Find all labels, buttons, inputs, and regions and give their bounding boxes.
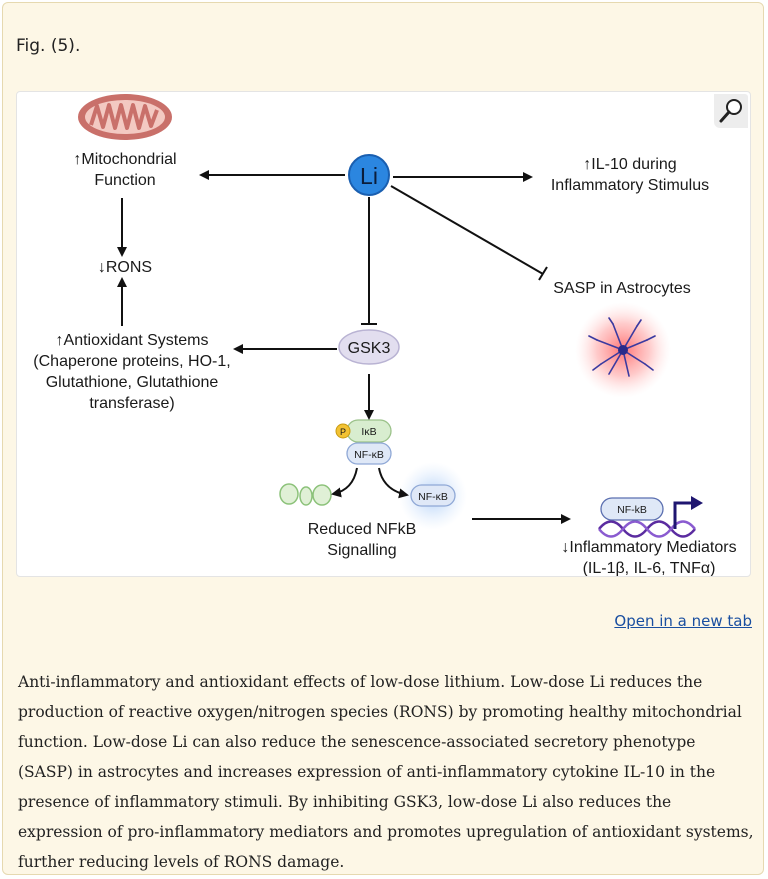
- antioxidant-label-2: (Chaperone proteins, HO-1,: [33, 353, 230, 370]
- dna-icon: NF-kB: [598, 496, 703, 538]
- inhibit-li-to-sasp: [390, 185, 544, 275]
- il10-label-2: Inflammatory Stimulus: [551, 177, 709, 194]
- astrocyte-icon: [575, 302, 671, 398]
- zoom-button[interactable]: [714, 94, 748, 128]
- lithium-diagram: Li ↑Mitochondrial Function ↓RONS ↑IL-10 …: [33, 94, 737, 577]
- open-in-new-tab-link[interactable]: Open in a new tab: [614, 612, 752, 630]
- inhibit-bar-sasp: [538, 266, 548, 281]
- ikb-label: IκB: [361, 426, 376, 438]
- inflammatory-label-2: (IL-1β, IL-6, TNFα): [583, 560, 716, 577]
- arrow-complex-to-proteasome: [331, 467, 358, 498]
- lithium-node: Li: [348, 154, 390, 196]
- proteasome-icon: [279, 483, 332, 506]
- phosphate-label: P: [340, 427, 346, 437]
- gsk3-node: GSK3: [338, 329, 400, 365]
- mito-label-1: ↑Mitochondrial: [73, 151, 176, 168]
- reduced-nfkb-label-1: Reduced NFkB: [308, 521, 417, 538]
- antioxidant-label-4: transferase): [89, 395, 174, 412]
- arrow-complex-to-nfkb: [378, 467, 409, 499]
- figure-label: Fig. (5).: [16, 36, 81, 56]
- connectors: [117, 170, 571, 524]
- figure-image[interactable]: Li ↑Mitochondrial Function ↓RONS ↑IL-10 …: [16, 91, 751, 577]
- antioxidant-label-3: Glutathione, Glutathione: [46, 374, 219, 391]
- mitochondrion-icon: [78, 94, 172, 140]
- reduced-nfkb-label-2: Signalling: [327, 542, 396, 559]
- il10-label-1: ↑IL-10 during: [583, 156, 676, 173]
- li-label: Li: [360, 163, 378, 189]
- mito-label-2: Function: [94, 172, 155, 189]
- free-nfkb: NF-κB: [399, 462, 467, 530]
- nfkb-label-3: NF-kB: [617, 504, 647, 516]
- inflammatory-label-1: ↓Inflammatory Mediators: [561, 539, 736, 556]
- nfkb-label-1: NF-κB: [354, 449, 384, 461]
- antioxidant-label-1: ↑Antioxidant Systems: [56, 332, 209, 349]
- sasp-label: SASP in Astrocytes: [553, 280, 691, 297]
- ikb-nfkb-complex: IκB NF-κB P: [335, 419, 392, 465]
- figure-caption: Anti-inflammatory and antioxidant effect…: [18, 673, 754, 871]
- rons-label: ↓RONS: [98, 259, 152, 276]
- magnifier-icon: [719, 99, 742, 123]
- nfkb-label-2: NF-κB: [418, 491, 448, 503]
- gsk3-label: GSK3: [348, 340, 391, 357]
